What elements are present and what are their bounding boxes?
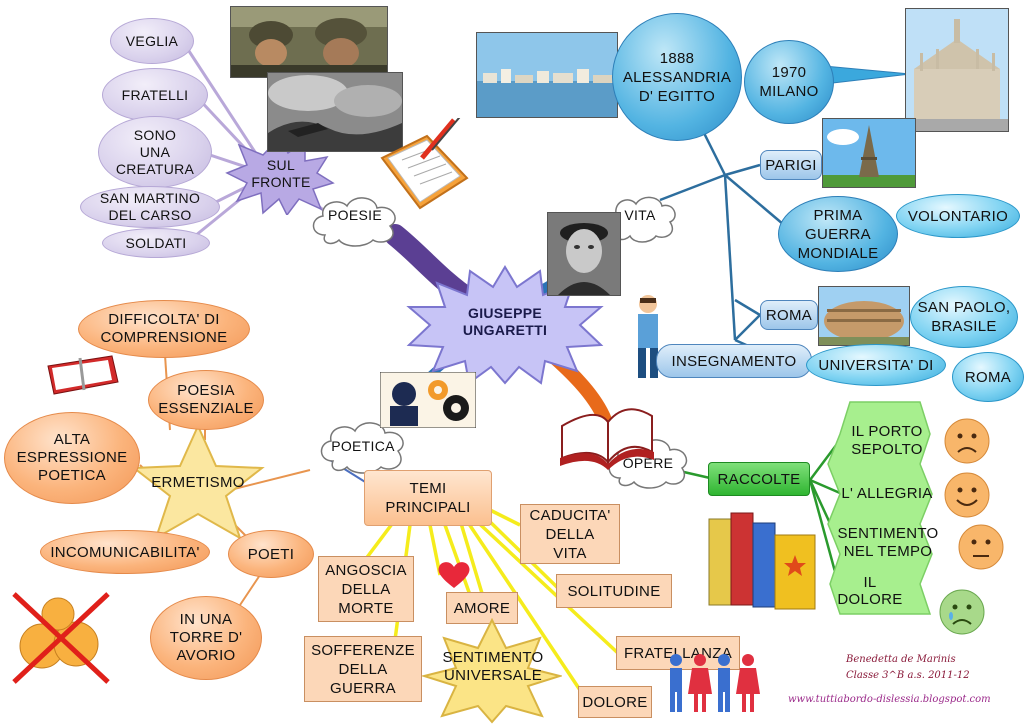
crossed-faces-icon <box>12 592 110 684</box>
notepad-icon <box>380 118 469 210</box>
difficolta-bubble[interactable]: DIFFICOLTA' DI COMPRENSIONE <box>78 300 250 358</box>
tema-solitudine[interactable]: SOLITUDINE <box>556 574 672 608</box>
sul-fronte-star <box>225 135 335 215</box>
green-cross-shape <box>827 401 933 615</box>
torre-avorio-bubble[interactable]: IN UNA TORRE D' AVORIO <box>150 596 262 680</box>
san-paolo-bubble[interactable]: SAN PAOLO, BRASILE <box>910 286 1018 348</box>
cloud-vita <box>606 196 676 243</box>
roma-university-bubble[interactable]: ROMA <box>952 352 1024 402</box>
volontario-bubble[interactable]: VOLONTARIO <box>896 194 1020 238</box>
alessandria-photo <box>476 32 618 118</box>
soldiers-photo <box>230 6 388 78</box>
branch-vita[interactable]: VITA <box>624 206 656 223</box>
parigi-box[interactable]: PARIGI <box>760 150 822 180</box>
poesia-essenziale-bubble[interactable]: POESIA ESSENZIALE <box>148 370 264 430</box>
poem-veglia[interactable]: VEGLIA <box>110 18 194 64</box>
central-topic: GIUSEPPE UNGARETTI <box>462 305 548 338</box>
raccolta-porto-sepolto[interactable]: IL PORTO SEPOLTO <box>851 423 923 458</box>
credit-classe: Classe 3^B a.s. 2011-12 <box>846 670 970 681</box>
battle-photo <box>267 72 403 152</box>
duomo-milano-photo <box>905 8 1009 132</box>
poem-san-martino[interactable]: SAN MARTINO DEL CARSO <box>80 186 220 228</box>
universita-bubble[interactable]: UNIVERSITA' DI <box>806 344 946 386</box>
temi-principali-box[interactable]: TEMI PRINCIPALI <box>364 470 492 526</box>
guerra-bubble[interactable]: PRIMA GUERRA MONDIALE <box>778 196 898 272</box>
branch-poetica[interactable]: POETICA <box>331 437 395 454</box>
tema-dolore[interactable]: DOLORE <box>578 686 652 718</box>
poeti-bubble[interactable]: POETI <box>228 530 314 578</box>
credit-blog[interactable]: www.tuttiabordo-dislessia.blogspot.com <box>788 694 991 705</box>
tema-sentimento-universale[interactable]: SENTIMENTO UNIVERSALE <box>442 649 544 684</box>
people-icon <box>670 654 760 712</box>
insegnamento-box[interactable]: INSEGNAMENTO <box>656 344 812 378</box>
center-burst <box>406 265 604 385</box>
branch-poesie[interactable]: POESIE <box>328 206 382 223</box>
death-bubble[interactable]: 1970 MILANO <box>744 40 834 124</box>
happy-face-icon <box>944 472 990 518</box>
books-stack-icon <box>708 512 816 610</box>
branch-opere[interactable]: OPERE <box>622 454 674 471</box>
gears-icon <box>380 372 476 428</box>
tema-angoscia[interactable]: ANGOSCIA DELLA MORTE <box>318 556 414 622</box>
heart-icon <box>438 562 470 588</box>
eiffel-photo <box>822 118 916 188</box>
tema-caducita[interactable]: CADUCITA' DELLA VITA <box>520 504 620 564</box>
book-icon <box>560 408 654 470</box>
ermetismo-star <box>131 423 265 541</box>
roma-box[interactable]: ROMA <box>760 300 818 330</box>
teacher-icon <box>638 295 658 378</box>
poem-fratelli[interactable]: FRATELLI <box>102 68 208 122</box>
crying-face-icon <box>939 589 985 635</box>
ermetismo-label: ERMETISMO <box>151 473 245 491</box>
sul-fronte-label: SUL FRONTE <box>251 157 311 190</box>
alta-espressione-bubble[interactable]: ALTA ESPRESSIONE POETICA <box>4 412 140 504</box>
tema-sofferenze[interactable]: SOFFERENZE DELLA GUERRA <box>304 636 422 702</box>
raccolte-box[interactable]: RACCOLTE <box>708 462 810 496</box>
colosseo-photo <box>818 286 910 346</box>
sad-face-icon <box>944 418 990 464</box>
birth-bubble[interactable]: 1888 ALESSANDRIA D' EGITTO <box>612 13 742 141</box>
raccolta-allegria[interactable]: L' ALLEGRIA <box>841 484 933 502</box>
planner-icon <box>47 355 119 395</box>
ungaretti-portrait <box>547 212 621 296</box>
raccolta-dolore[interactable]: IL DOLORE <box>837 574 903 608</box>
sentimento-star <box>422 618 562 724</box>
incomunicabilita-bubble[interactable]: INCOMUNICABILITA' <box>40 530 210 574</box>
neutral-face-icon <box>958 524 1004 570</box>
cloud-poetica <box>320 422 404 474</box>
credit-author: Benedetta de Marinis <box>846 654 956 665</box>
raccolta-sentimento-tempo[interactable]: SENTIMENTO NEL TEMPO <box>837 525 939 560</box>
cloud-poesie <box>312 197 396 247</box>
tema-amore[interactable]: AMORE <box>446 592 518 624</box>
poem-soldati[interactable]: SOLDATI <box>102 228 210 258</box>
poem-sono-una-creatura[interactable]: SONO UNA CREATURA <box>98 116 212 188</box>
milano-pointer <box>824 65 910 85</box>
